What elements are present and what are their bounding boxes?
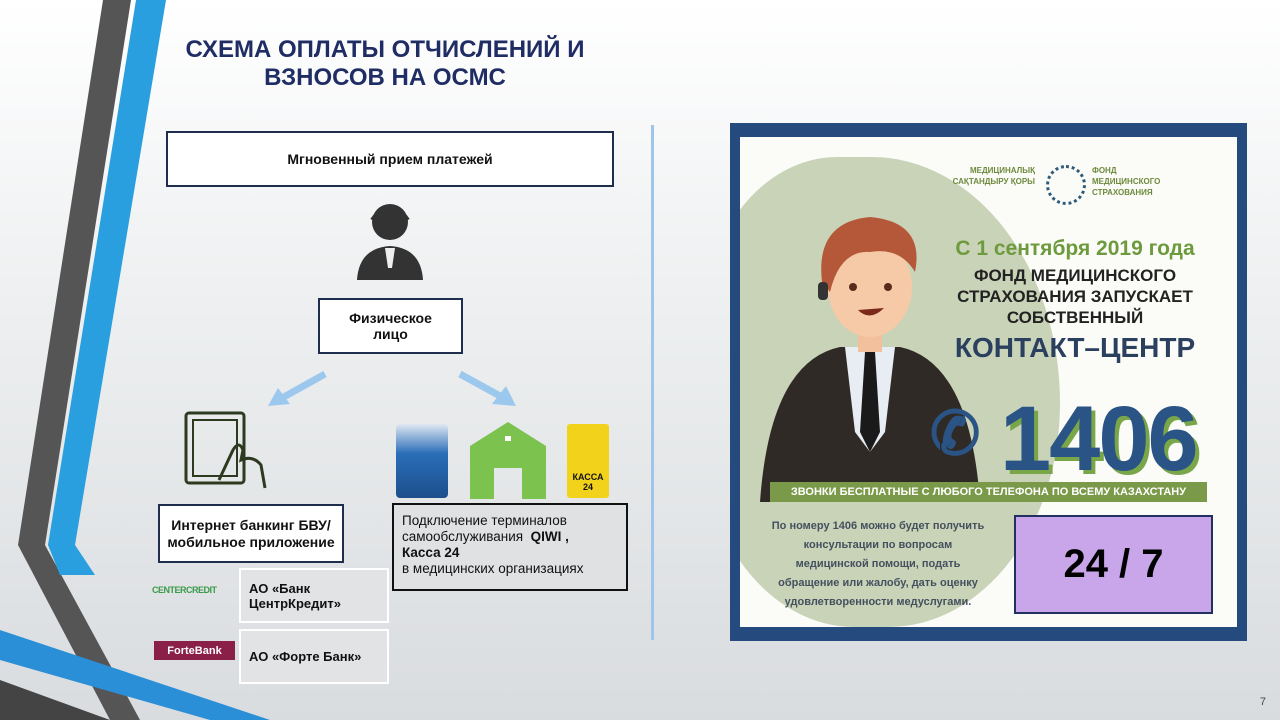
slide-title: СХЕМА ОПЛАТЫ ОТЧИСЛЕНИЙ И ВЗНОСОВ НА ОСМ… xyxy=(185,36,585,91)
arrow-right-icon xyxy=(458,370,516,406)
building-icon xyxy=(470,422,546,499)
logo-kazakh-text: МЕДИЦИНАЛЫҚ САҚТАНДЫРУ ҚОРЫ xyxy=(952,166,1035,186)
operator-illustration xyxy=(760,217,980,502)
vertical-divider xyxy=(651,125,654,640)
terminals-line1: Подключение терминалов xyxy=(402,513,567,528)
phone-icon: ✆ xyxy=(930,400,981,467)
person-icon xyxy=(357,204,423,280)
description: По номеру 1406 можно будет получить конс… xyxy=(771,520,985,608)
arrows xyxy=(268,370,516,406)
internet-banking-box: Интернет банкинг БВУ/мобильное приложени… xyxy=(158,504,344,563)
qiwi-terminal-image xyxy=(396,424,448,498)
qiwi-label: QIWI , xyxy=(530,529,569,544)
start-date: С 1 сентября 2019 года xyxy=(955,237,1195,260)
headline: ФОНД МЕДИЦИНСКОГО СТРАХОВАНИЯ ЗАПУСКАЕТ … xyxy=(957,266,1193,327)
fortebank-logo: ForteBank xyxy=(154,641,235,660)
free-calls-banner: ЗВОНКИ БЕСПЛАТНЫЕ С ЛЮБОГО ТЕЛЕФОНА ПО В… xyxy=(770,482,1207,502)
bank-forte-box: АО «Форте Банк» xyxy=(239,629,389,684)
terminals-line2: самообслуживания xyxy=(402,529,524,544)
arrow-left-icon xyxy=(268,370,327,406)
hours-badge: 24 / 7 xyxy=(1014,515,1213,614)
contact-center-label: КОНТАКТ–ЦЕНТР xyxy=(954,332,1196,363)
bank-centercredit-box: АО «Банк ЦентрКредит» xyxy=(239,568,389,623)
contact-center-poster: МЕДИЦИНАЛЫҚ САҚТАНДЫРУ ҚОРЫ ФОНД МЕДИЦИН… xyxy=(730,123,1247,641)
fund-logo-icon xyxy=(1046,165,1086,205)
kassa24-terminal-image: КАССА 24 xyxy=(567,424,609,498)
terminals-line4: в медицинских организациях xyxy=(402,561,584,576)
touch-tablet-icon xyxy=(184,411,267,489)
individual-person-box: Физическое лицо xyxy=(318,298,463,354)
kassa-label: Касса 24 xyxy=(402,545,460,560)
logo-russian-text: ФОНД МЕДИЦИНСКОГО СТРАХОВАНИЯ xyxy=(1092,166,1161,197)
terminals-box: Подключение терминалов самообслуживания … xyxy=(392,503,628,591)
page-number: 7 xyxy=(1259,696,1266,708)
centercredit-logo: CENTERCREDIT xyxy=(152,585,217,595)
hotline-number: 1406 xyxy=(1000,388,1199,490)
instant-payments-box: Мгновенный прием платежей xyxy=(166,131,614,187)
